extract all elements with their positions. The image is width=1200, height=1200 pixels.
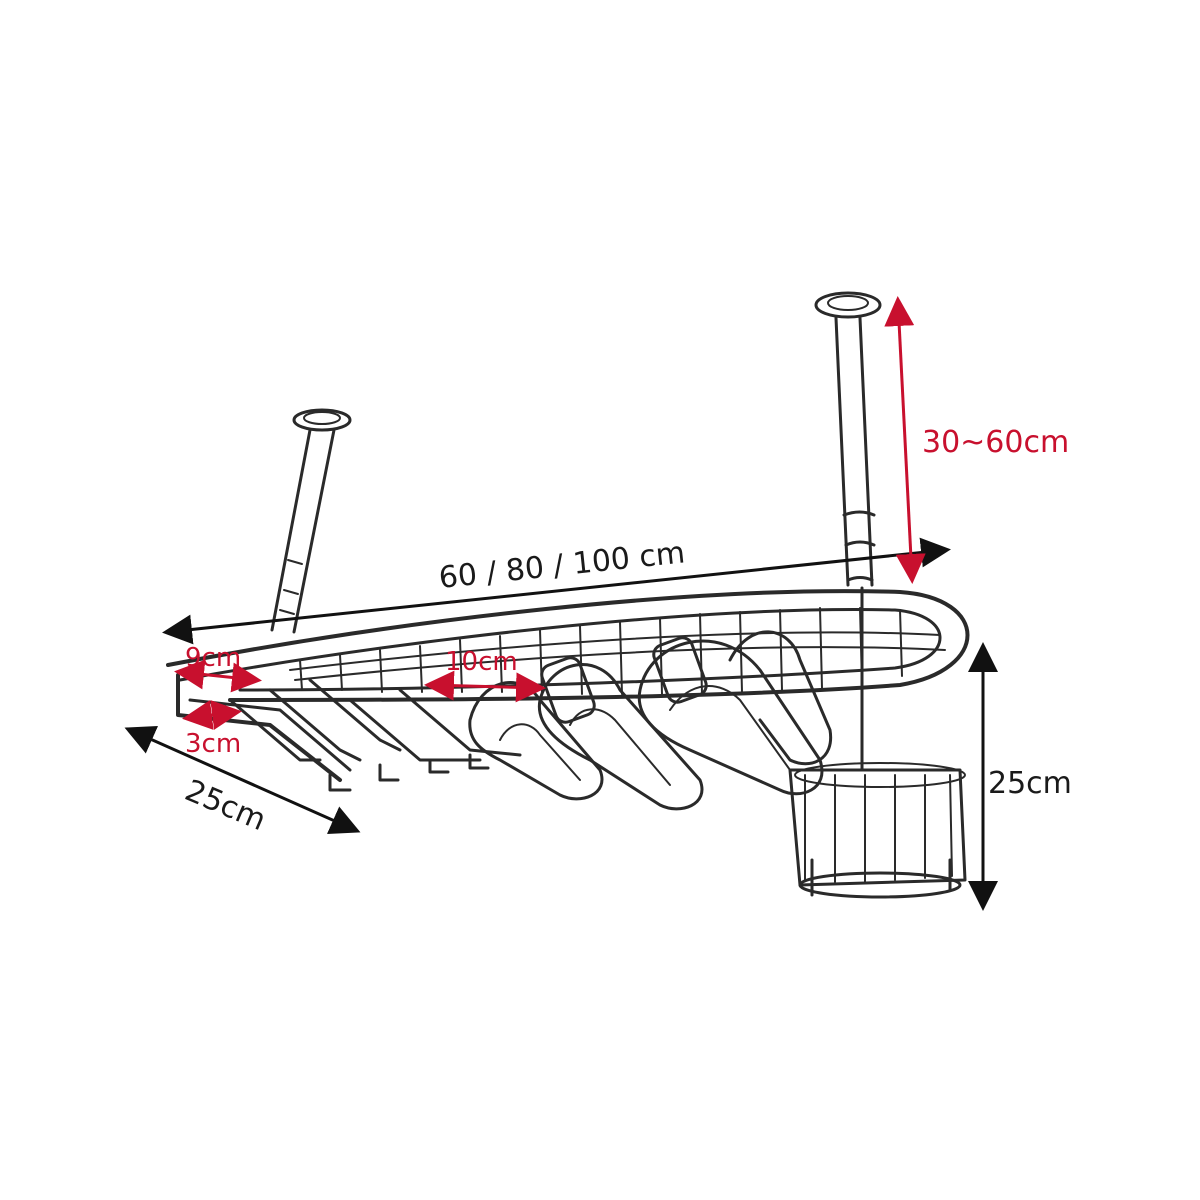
depth-label: 25cm	[180, 773, 271, 838]
top-shelf	[166, 589, 970, 702]
bottle-spacing-label: 10cm	[445, 647, 518, 677]
height-label: 30~60cm	[922, 425, 1069, 460]
glass-cup-holder	[788, 762, 967, 899]
hook-spacing-dimension-line	[174, 659, 262, 693]
left-ceiling-rod	[270, 408, 352, 634]
hook-gap-label: 3cm	[185, 729, 241, 759]
height-dimension-line	[884, 296, 926, 584]
bottle-spacing-dimension-line	[424, 670, 546, 703]
hook-gap-dimension-line	[182, 700, 242, 730]
right-ceiling-rod	[814, 291, 882, 772]
length-label: 60 / 80 / 100 cm	[437, 535, 687, 596]
bottle-loop	[537, 656, 704, 811]
length-dimension-line	[162, 537, 951, 645]
depth-dimension-line	[124, 726, 361, 834]
glass-height-label: 25cm	[988, 766, 1072, 801]
hook-spacing-label: 9cm	[185, 643, 241, 673]
